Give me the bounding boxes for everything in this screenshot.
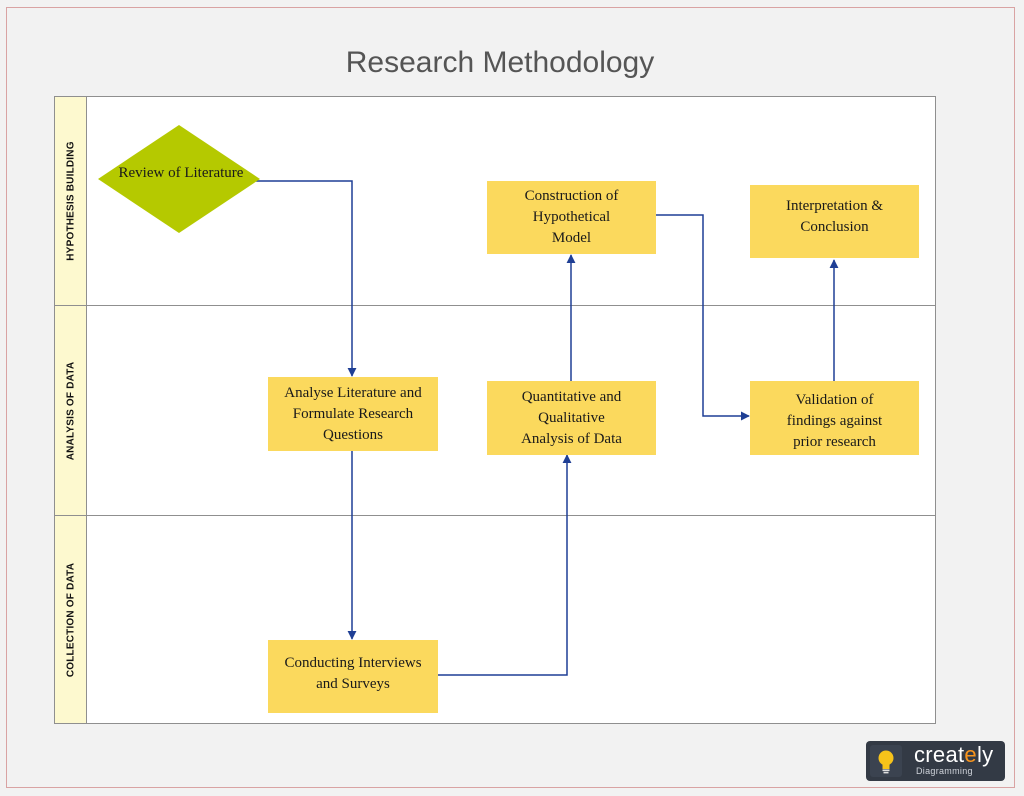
node-label: Validation of findings against prior res… [787, 390, 882, 453]
node-quantitative-and-qualitative[interactable]: Quantitative and Qualitative Analysis of… [487, 381, 656, 455]
node-label-line: Qualitative [538, 409, 605, 426]
node-label: Interpretation & Conclusion [786, 196, 883, 238]
node-label-line: Conclusion [800, 218, 869, 235]
node-label-line: Quantitative and [521, 388, 622, 405]
node-label-line: findings against [786, 412, 883, 429]
node-label-line: Validation of [795, 391, 874, 408]
lightbulb-icon [870, 745, 902, 777]
node-conducting-interviews[interactable]: Conducting Interviews and Surveys [268, 640, 438, 713]
lane-header: COLLECTION OF DATA [55, 516, 87, 723]
lightbulb-svg [878, 750, 894, 774]
logo-tagline: Diagramming [916, 766, 973, 776]
node-interpretation-and-conclusion[interactable]: Interpretation & Conclusion [750, 185, 919, 258]
connector-conducting-to-quantitative [438, 454, 572, 676]
connector-construction-to-validation [656, 214, 750, 421]
node-label: Analyse Literature and Formulate Researc… [284, 383, 421, 446]
diamond-polygon [98, 125, 260, 233]
node-label: Quantitative and Qualitative Analysis of… [521, 387, 622, 450]
node-label-line: Hypothetical [532, 209, 611, 225]
lane-analysis-of-data: ANALYSIS OF DATA [55, 306, 935, 516]
node-label-line: Formulate Research [292, 405, 414, 422]
diagram-title: Research Methodology [345, 46, 655, 79]
node-label: Conducting Interviews and Surveys [284, 653, 421, 695]
node-validation-of-findings[interactable]: Validation of findings against prior res… [750, 381, 919, 455]
node-label-line: Analyse Literature and [284, 384, 422, 401]
node-label-line: Review of Literature [118, 164, 244, 181]
logo-wordmark: creately [914, 742, 993, 768]
node-label: Construction of Hypothetical Model [525, 186, 619, 249]
node-label-line: Interpretation & [785, 197, 884, 214]
node-review-of-literature[interactable]: Review of Literature [98, 125, 260, 233]
node-analyse-literature[interactable]: Analyse Literature and Formulate Researc… [268, 377, 438, 451]
node-construction-of-hypothetical-model[interactable]: Construction of Hypothetical Model [487, 181, 656, 254]
node-label: Review of Literature [98, 119, 260, 227]
lane-header: HYPOTHESIS BUILDING [55, 97, 87, 305]
node-label-line: Analysis of Data [521, 430, 622, 447]
logo-word-accent: e [964, 742, 977, 767]
creately-logo[interactable]: creately Diagramming [866, 741, 1005, 781]
diamond-shape [98, 125, 260, 233]
logo-word-main: creat [914, 742, 965, 767]
lane-hypothesis-building: HYPOTHESIS BUILDING [55, 97, 935, 306]
node-label-line: Model [551, 230, 592, 246]
node-label-line: and Surveys [316, 675, 390, 692]
node-label-line: Questions [322, 426, 383, 443]
connector-review-to-analyse [256, 180, 357, 377]
lane-collection-of-data: COLLECTION OF DATA [55, 516, 935, 723]
lane-header: ANALYSIS OF DATA [55, 306, 87, 515]
logo-word-end: ly [976, 742, 994, 767]
node-label-line: Conducting Interviews [284, 654, 422, 671]
node-label-line: Construction of [524, 188, 619, 204]
node-label-line: prior research [793, 433, 876, 450]
